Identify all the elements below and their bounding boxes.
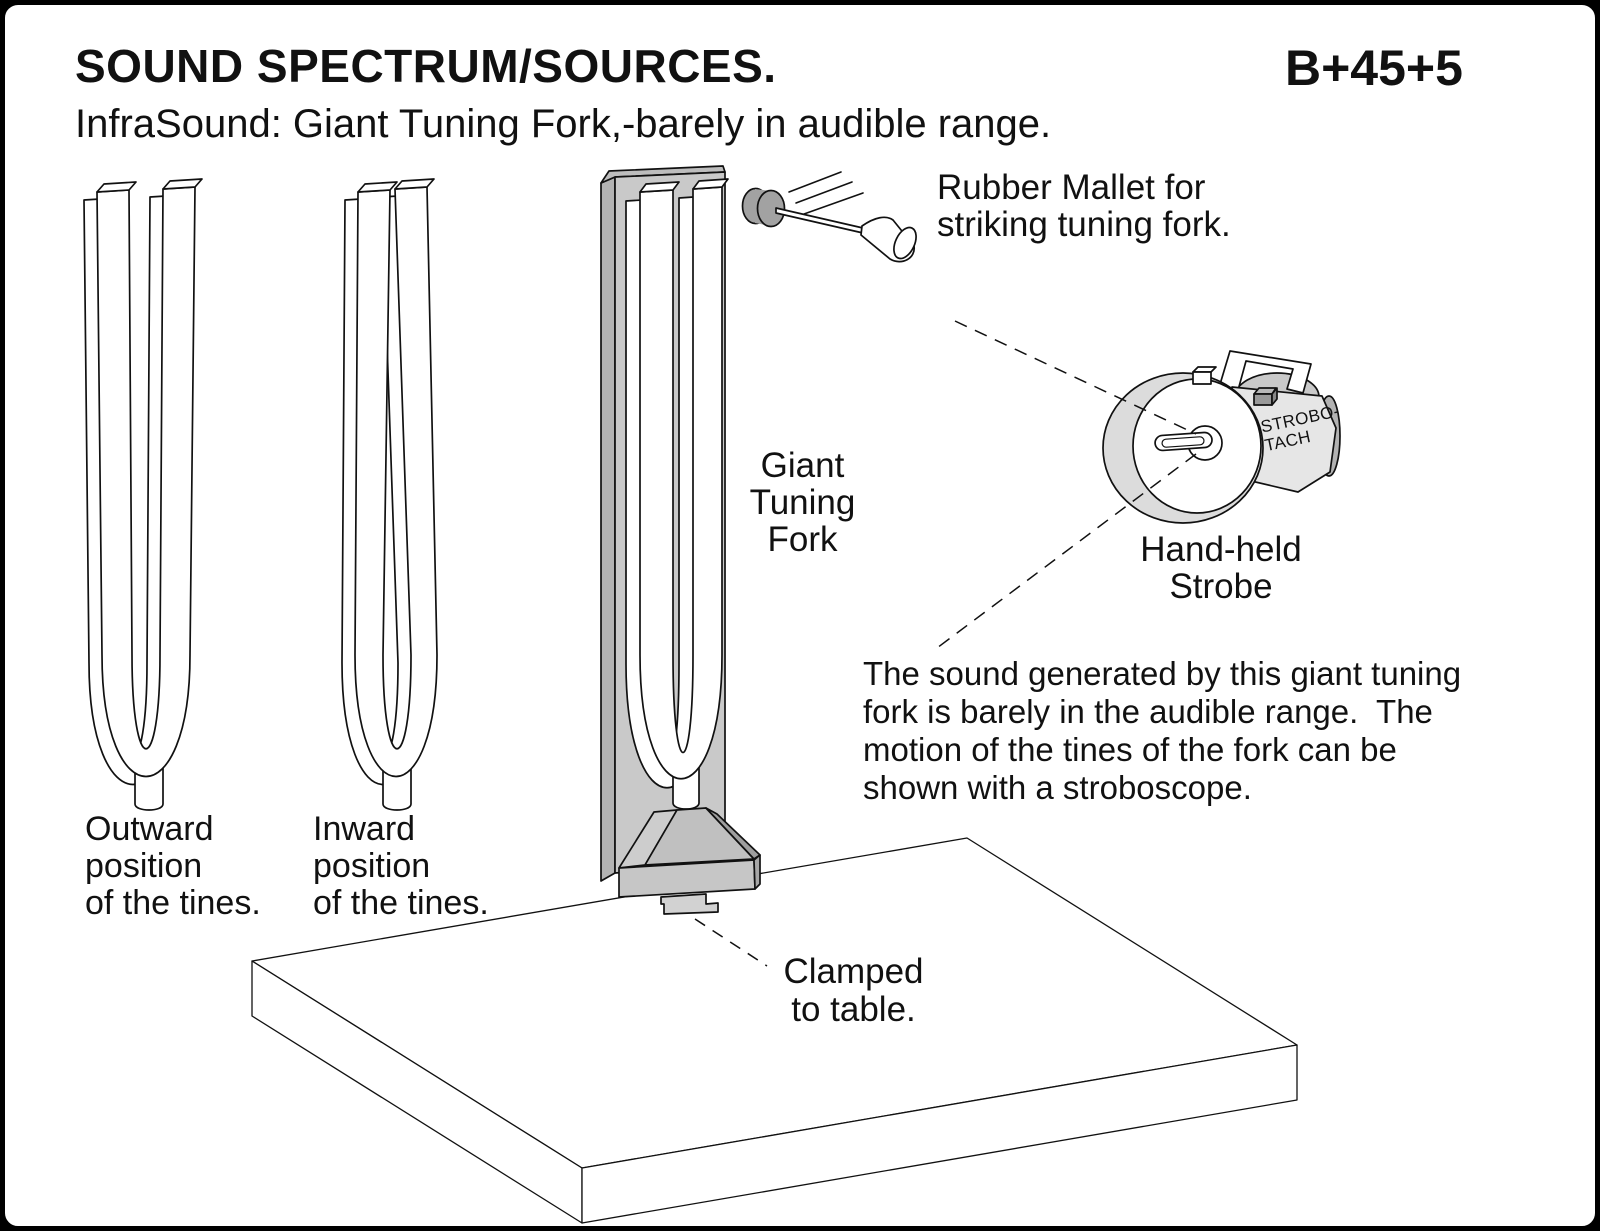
page-subtitle: InfraSound: Giant Tuning Fork,-barely in… [75,102,1052,146]
beam-dashed-line-lower [932,453,1197,652]
fork-body [96,186,196,778]
table-drawing [251,837,1298,1224]
giant-fork-label: Giant Tuning Fork [749,446,856,559]
rim-switch-front [1192,371,1212,385]
mallet-drawing [741,171,917,263]
strobe-drawing [1102,350,1341,524]
beam-dashed-line-upper [954,320,1197,435]
mallet-head-front [756,189,786,228]
table-right-edge [581,1044,1298,1224]
strobe-handle [1217,350,1312,395]
fork-tine-top [357,181,398,193]
motion-lines [788,171,864,215]
fork-tine-top [639,181,680,193]
fork-body [639,186,723,780]
mallet-label: Rubber Mallet for striking tuning fork. [937,168,1231,244]
inward-fork-label: Inward position of the tines. [313,810,489,922]
clamp-foot [660,893,719,915]
clamp-label: Clamped to table. [783,952,924,1029]
clamp-base-side [753,854,761,890]
page-title: SOUND SPECTRUM/SOURCES. [75,40,777,92]
fork-tine-top [394,178,435,190]
fork-body [354,186,438,778]
diagram-art [83,165,1341,1224]
knob-side [1271,387,1278,406]
strobe-label: Hand-held Strobe [1140,530,1302,606]
board-side [600,176,616,882]
clamp-drawing [618,807,761,915]
fork-tine-top [162,178,203,190]
clamp-leader-line [694,918,768,967]
flash-tube-inner [1161,436,1205,448]
description-text: The sound generated by this giant tuning… [863,655,1462,806]
giant-fork-drawing [600,165,761,915]
fork-tine-top [96,181,137,193]
page-code: B+45+5 [1285,40,1463,96]
mallet-handle-cap [893,226,917,260]
knob-front [1253,393,1273,406]
inward-fork-drawing [341,178,438,811]
mallet-shaft [775,207,864,234]
outward-fork-label: Outward position of the tines. [85,810,261,922]
outward-fork-drawing [83,178,203,811]
fork-tine-top [692,178,729,190]
